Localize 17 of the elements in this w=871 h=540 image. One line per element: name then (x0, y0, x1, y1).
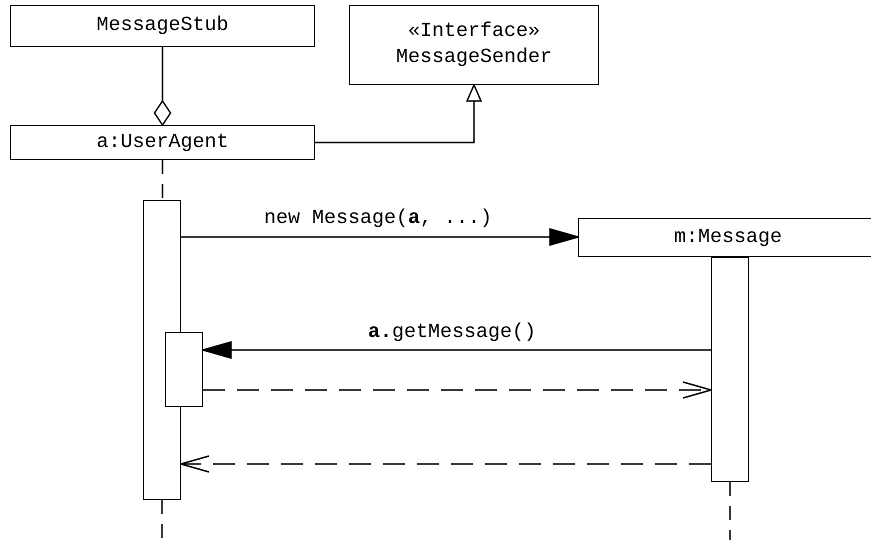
arrow (203, 381, 712, 399)
stereotype-label: «Interface» (408, 19, 540, 45)
activation-bar (711, 257, 749, 482)
object-box (10, 125, 315, 160)
lifeline (162, 160, 164, 200)
activation-bar (165, 332, 203, 407)
arrow (180, 455, 711, 473)
object-box (10, 5, 315, 47)
object-box (349, 5, 599, 85)
object-name: MessageStub (96, 13, 229, 39)
object-name: MessageSender (396, 45, 552, 71)
arrow (315, 84, 482, 144)
object-name: a:UserAgent (96, 130, 229, 156)
object-name: m:Message (674, 224, 782, 250)
object-box (578, 218, 871, 257)
arrow (202, 341, 711, 359)
arrow (181, 228, 579, 246)
